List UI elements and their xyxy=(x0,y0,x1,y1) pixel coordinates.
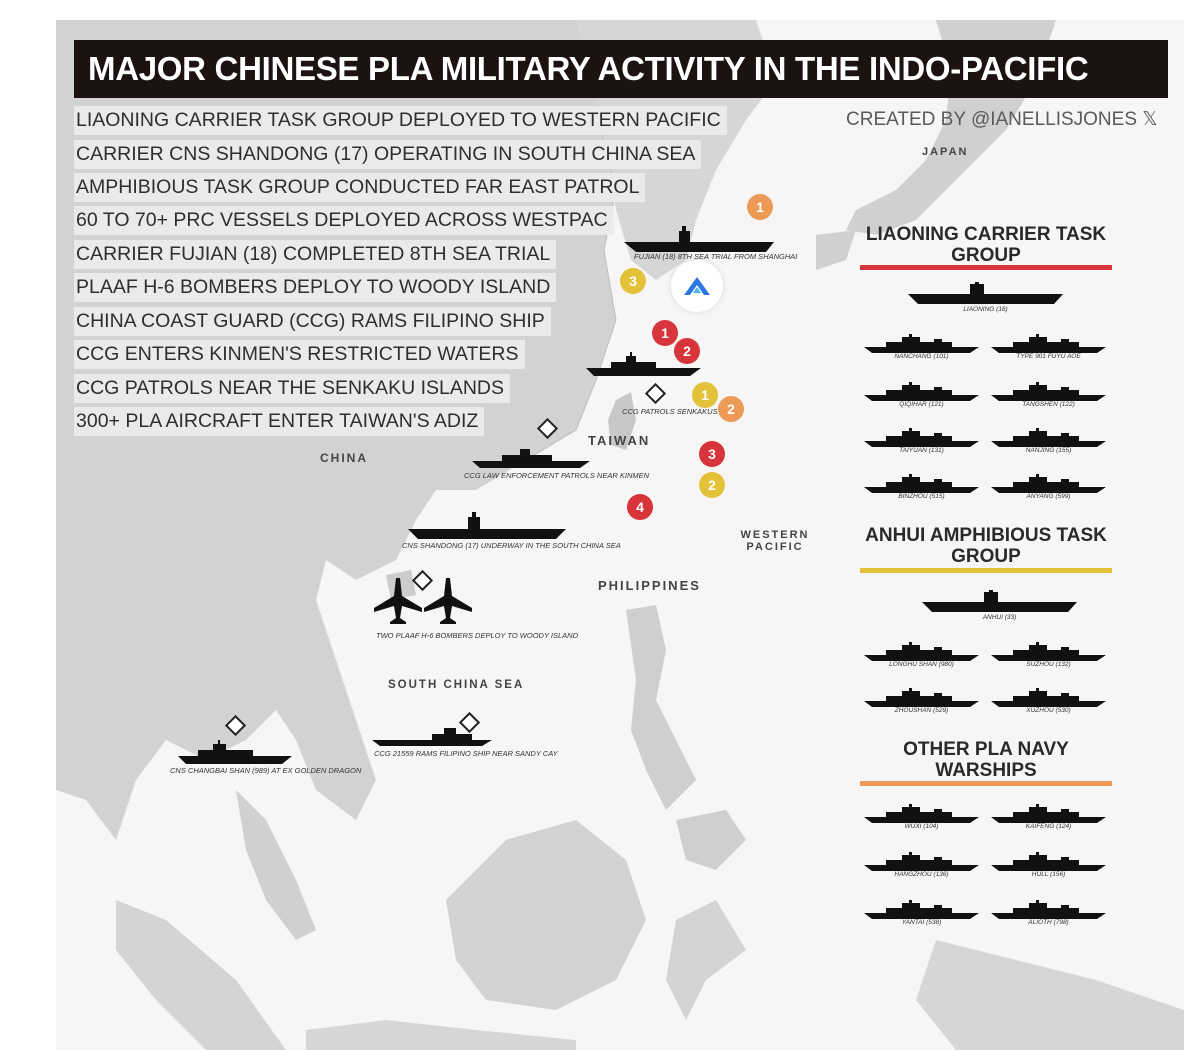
ship-name-label: KAIFENG (124) xyxy=(1025,823,1072,830)
activity-bullet: CARRIER FUJIAN (18) COMPLETED 8TH SEA TR… xyxy=(74,240,557,269)
warship-silhouette: YANTAI (538) xyxy=(864,900,979,926)
warship-silhouette: ALIOTH (798) xyxy=(991,900,1106,926)
caption-bombers: TWO PLAAF H-6 BOMBERS DEPLOY TO WOODY IS… xyxy=(376,631,578,640)
activity-marker[interactable]: 4 xyxy=(627,494,653,520)
place-label-taiwan: TAIWAN xyxy=(588,433,651,448)
caption-ccg-21559: CCG 21559 RAMS FILIPINO SHIP NEAR SANDY … xyxy=(374,749,558,758)
ship-name-label: LIAONING (16) xyxy=(963,306,1008,313)
caption-shandong: CNS SHANDONG (17) UNDERWAY IN THE SOUTH … xyxy=(402,541,621,550)
warship-silhouette: TANGSHEN (122) xyxy=(991,382,1106,408)
activity-marker[interactable]: 1 xyxy=(652,320,678,346)
ccg-senkaku-ship-silhouette xyxy=(586,352,701,378)
activity-marker[interactable]: 1 xyxy=(692,382,718,408)
activity-bullet: 60 TO 70+ PRC VESSELS DEPLOYED ACROSS WE… xyxy=(74,206,614,235)
caption-fujian: FUJIAN (18) 8TH SEA TRIAL FROM SHANGHAI xyxy=(634,252,798,261)
activity-marker[interactable]: 2 xyxy=(674,338,700,364)
ccg-kinmen-ship-silhouette xyxy=(472,446,590,470)
shandong-carrier-silhouette xyxy=(408,512,566,542)
changbai-shan-silhouette xyxy=(178,740,292,766)
warship-silhouette: HANGZHOU (136) xyxy=(864,852,979,878)
ship-name-label: BINZHOU (515) xyxy=(898,493,945,500)
place-label-china: CHINA xyxy=(320,451,368,465)
warship-silhouette: TYPE 901 FUYU AOE xyxy=(991,334,1106,360)
app-logo-icon[interactable] xyxy=(671,260,723,312)
place-label-western-pacific: WESTERN PACIFIC xyxy=(740,529,810,553)
activity-bullet: PLAAF H-6 BOMBERS DEPLOY TO WOODY ISLAND xyxy=(74,273,557,302)
page-title: MAJOR CHINESE PLA MILITARY ACTIVITY IN T… xyxy=(88,50,1089,87)
activity-bullet: AMPHIBIOUS TASK GROUP CONDUCTED FAR EAST… xyxy=(74,173,646,202)
warship-silhouette: LONGHU SHAN (980) xyxy=(864,642,979,668)
section-title-liaoning: LIAONING CARRIER TASK GROUP xyxy=(865,224,1107,266)
ccg-21559-silhouette xyxy=(372,726,492,748)
place-label-japan: JAPAN xyxy=(922,146,969,158)
credit-line: CREATED BY @IANELLISJONES 𝕏 xyxy=(846,109,1158,130)
warship-silhouette: QIQIHAR (121) xyxy=(864,382,979,408)
activity-bullet: CHINA COAST GUARD (CCG) RAMS FILIPINO SH… xyxy=(74,307,551,336)
ship-name-label: ZHOUSHAN (529) xyxy=(894,707,949,714)
ship-name-label: TANGSHEN (122) xyxy=(1022,401,1075,408)
ship-name-label: ANYANG (599) xyxy=(1026,493,1071,500)
ship-name-label: TYPE 901 FUYU AOE xyxy=(1016,353,1081,360)
place-label-philippines: PHILIPPINES xyxy=(598,578,701,593)
fujian-carrier-silhouette xyxy=(624,226,774,256)
warship-silhouette: KAIFENG (124) xyxy=(991,804,1106,830)
caption-kinmen: CCG LAW ENFORCEMENT PATROLS NEAR KINMEN xyxy=(464,471,650,480)
warship-silhouette: SUZHOU (132) xyxy=(991,642,1106,668)
caption-changbai: CNS CHANGBAI SHAN (989) AT EX GOLDEN DRA… xyxy=(170,766,362,775)
place-label-south-china-sea: SOUTH CHINA SEA xyxy=(388,679,525,691)
section-bar-liaoning xyxy=(860,265,1112,270)
activity-bullet: CCG PATROLS NEAR THE SENKAKU ISLANDS xyxy=(74,374,511,403)
ship-name-label: XUZHOU (530) xyxy=(1026,707,1071,714)
section-title-amphibious: ANHUI AMPHIBIOUS TASK GROUP xyxy=(865,525,1107,567)
activity-bullet: LIAONING CARRIER TASK GROUP DEPLOYED TO … xyxy=(74,106,727,135)
warship-silhouette: NANJING (155) xyxy=(991,428,1106,454)
activity-bullet: CARRIER CNS SHANDONG (17) OPERATING IN S… xyxy=(74,140,702,169)
section-bar-amphibious xyxy=(860,568,1112,573)
ship-name-label: ALIOTH (798) xyxy=(1028,919,1069,926)
activity-bullet: CCG ENTERS KINMEN'S RESTRICTED WATERS xyxy=(74,340,525,369)
ship-name-label: QIQIHAR (121) xyxy=(899,401,944,408)
h6-bombers-icon xyxy=(370,578,474,624)
ship-name-label: HULL (156) xyxy=(1031,871,1066,878)
ship-name-label: HANGZHOU (136) xyxy=(894,871,949,878)
warship-silhouette: WUXI (104) xyxy=(864,804,979,830)
ship-name-label: NANJING (155) xyxy=(1025,447,1072,454)
ship-name-label: LONGHU SHAN (980) xyxy=(889,661,954,668)
ship-name-label: YANTAI (538) xyxy=(901,919,942,926)
activity-bullet: 300+ PLA AIRCRAFT ENTER TAIWAN'S ADIZ xyxy=(74,407,485,436)
anhui-flagship-silhouette: ANHUI (33) xyxy=(922,590,1077,621)
activity-marker[interactable]: 2 xyxy=(718,396,744,422)
warship-silhouette: HULL (156) xyxy=(991,852,1106,878)
activity-marker[interactable]: 1 xyxy=(747,194,773,220)
warship-silhouette: NANCHANG (101) xyxy=(864,334,979,360)
warship-silhouette: ZHOUSHAN (529) xyxy=(864,688,979,714)
warship-silhouette: BINZHOU (515) xyxy=(864,474,979,500)
activity-marker[interactable]: 3 xyxy=(699,441,725,467)
caption-senkaku: CCG PATROLS SENKAKUS xyxy=(622,407,718,416)
warship-silhouette: ANYANG (599) xyxy=(991,474,1106,500)
section-title-other: OTHER PLA NAVY WARSHIPS xyxy=(903,739,1069,781)
app-logo-glyph-icon xyxy=(684,277,710,295)
activity-marker[interactable]: 3 xyxy=(620,268,646,294)
ship-name-label: WUXI (104) xyxy=(904,823,939,830)
activity-marker[interactable]: 2 xyxy=(699,472,725,498)
ship-name-label: NANCHANG (101) xyxy=(894,353,949,360)
section-bar-other xyxy=(860,781,1112,786)
title-banner: MAJOR CHINESE PLA MILITARY ACTIVITY IN T… xyxy=(74,40,1168,98)
ship-name-label: ANHUI (33) xyxy=(982,614,1017,621)
ship-name-label: SUZHOU (132) xyxy=(1026,661,1071,668)
warship-silhouette: TAIYUAN (131) xyxy=(864,428,979,454)
warship-silhouette: XUZHOU (530) xyxy=(991,688,1106,714)
ship-name-label: TAIYUAN (131) xyxy=(899,447,944,454)
liaoning-flagship-silhouette: LIAONING (16) xyxy=(908,282,1063,313)
